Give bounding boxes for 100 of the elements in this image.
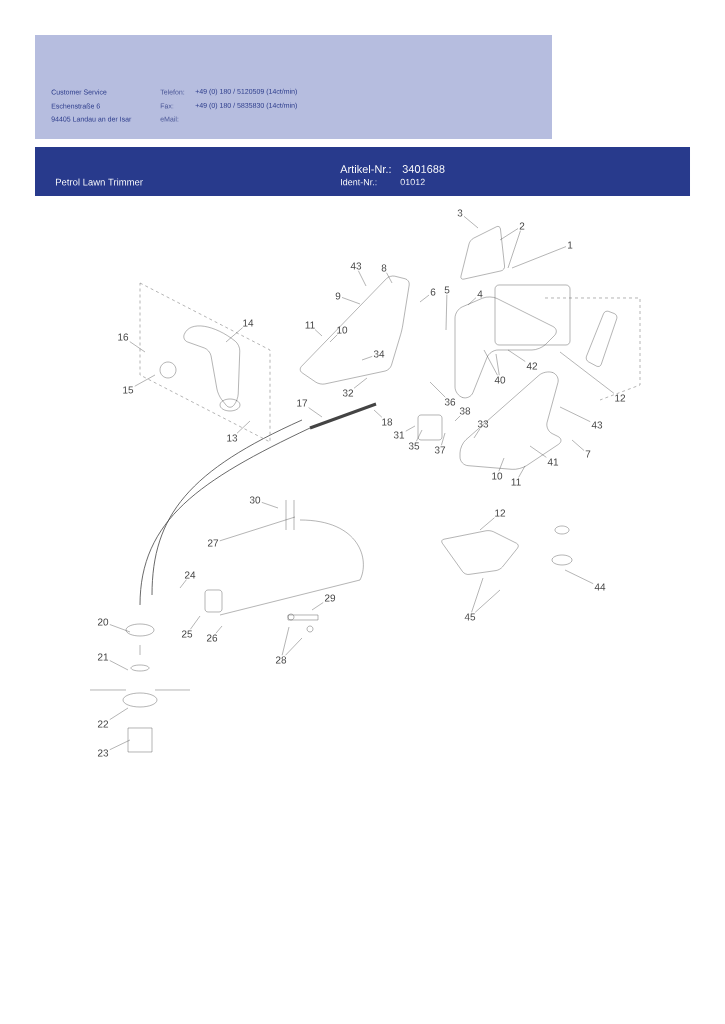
leader-line (190, 615, 201, 630)
leader-line (529, 445, 547, 458)
leader-line (507, 349, 526, 362)
leader-line (341, 297, 361, 305)
callout-number: 37 (434, 446, 446, 454)
leader-line (281, 626, 290, 656)
callout-number: 15 (123, 386, 134, 394)
callout-number: 14 (243, 319, 254, 327)
callout-number: 11 (305, 321, 315, 329)
leader-line (475, 589, 501, 613)
callout-number: 23 (97, 749, 109, 757)
leader-line (479, 517, 495, 531)
callout-number: 27 (207, 539, 219, 547)
callout-number: 20 (97, 618, 109, 626)
leader-line (361, 356, 373, 361)
callout-number: 35 (408, 442, 420, 450)
leader-line (225, 327, 243, 343)
callout-number: 11 (511, 478, 521, 486)
leader-line (559, 406, 591, 422)
leader-line (471, 577, 484, 613)
callout-number: 18 (382, 418, 393, 426)
leader-line (467, 297, 477, 306)
callout-number: 6 (430, 288, 436, 296)
leader-line (386, 272, 393, 284)
leader-line (571, 439, 585, 451)
callout-number: 3 (457, 209, 463, 217)
callout-number: 10 (492, 472, 503, 480)
leader-line (134, 374, 156, 387)
leader-line (499, 228, 519, 241)
callout-number: 9 (335, 292, 341, 300)
leader-line (511, 246, 567, 269)
leader-line (219, 516, 296, 542)
leader-line (483, 349, 498, 376)
leader-line (109, 624, 131, 633)
leader-line (416, 429, 423, 442)
header-text: 3401688 (402, 165, 445, 173)
callout-number: 43 (350, 262, 362, 270)
leader-line (507, 230, 521, 269)
leader-line (473, 428, 481, 439)
leader-line (285, 637, 303, 656)
leader-line (445, 294, 448, 331)
callout-number: 38 (459, 407, 471, 415)
leader-line (109, 707, 129, 720)
leader-line (314, 329, 323, 337)
callout-number: 12 (615, 394, 626, 402)
leader-line (454, 415, 461, 422)
callout-number: 25 (181, 630, 193, 638)
callout-number: 41 (547, 458, 559, 466)
callout-number: 29 (324, 594, 336, 602)
leader-line (564, 569, 594, 584)
callout-number: 21 (97, 653, 109, 661)
leader-line (498, 457, 505, 472)
callout-number: 40 (494, 376, 506, 384)
leader-line (329, 334, 338, 343)
leader-line (109, 739, 131, 750)
leader-line (109, 660, 129, 671)
leader-line (373, 409, 383, 418)
leader-line (308, 407, 323, 418)
header-text: Artikel-Nr.: (340, 164, 391, 174)
leader-line (129, 341, 146, 353)
callout-number: 16 (118, 333, 129, 341)
callout-number: 30 (249, 496, 261, 504)
leader-line (463, 216, 479, 229)
callout-number: 36 (444, 398, 456, 406)
callout-number: 24 (184, 571, 196, 579)
callout-number: 5 (444, 286, 450, 294)
callout-number: 32 (342, 389, 354, 397)
callout-number: 8 (381, 264, 387, 272)
callout-number: 26 (206, 634, 218, 642)
callout-number: 12 (495, 509, 506, 517)
callout-number: 1 (568, 241, 573, 249)
leader-line (311, 602, 324, 611)
header-text: Ident-Nr.: (341, 178, 377, 186)
leader-line (236, 420, 251, 434)
callout-number: 2 (519, 222, 525, 230)
callout-number: 22 (97, 720, 109, 728)
leader-line (358, 270, 367, 287)
leader-line (215, 625, 223, 634)
leader-line (518, 465, 526, 478)
callout-number: 4 (477, 290, 483, 298)
callout-number: 44 (594, 583, 606, 591)
callout-number: 13 (227, 434, 238, 442)
callout-number: 45 (464, 613, 476, 621)
callout-number: 31 (393, 431, 405, 439)
leader-line (419, 294, 430, 303)
leader-line (353, 377, 368, 389)
callout-number: 33 (477, 420, 489, 428)
title: Petrol Lawn Trimmer (56, 178, 143, 186)
callout-number: 7 (585, 450, 591, 458)
leader-line (179, 579, 187, 589)
leader-line (405, 425, 416, 432)
callout-number: 42 (526, 362, 538, 370)
callout-number: 28 (275, 656, 287, 664)
leader-line (261, 502, 279, 509)
leader-line (559, 351, 615, 394)
leader-line (495, 353, 500, 376)
leader-line (429, 381, 446, 398)
callout-number: 43 (591, 421, 603, 429)
header-text: 01012 (400, 178, 425, 186)
callout-number: 34 (373, 350, 385, 358)
